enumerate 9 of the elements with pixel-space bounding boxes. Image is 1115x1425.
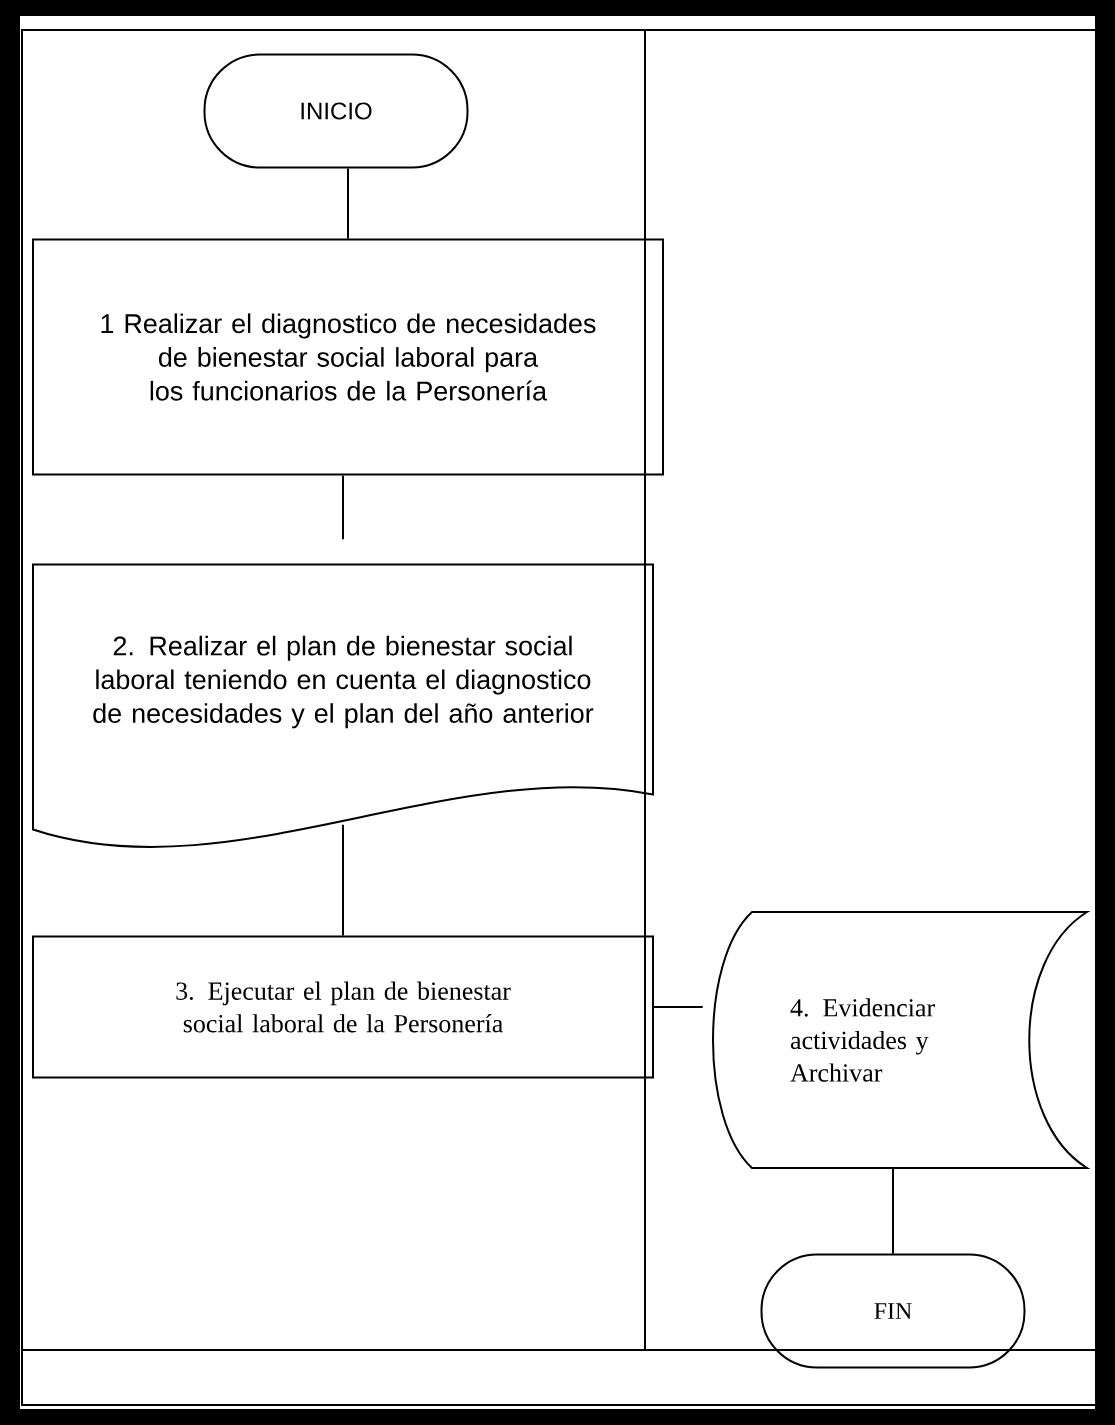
connector-line [342, 823, 344, 937]
connector-line [892, 1167, 894, 1255]
end-terminal: FIN [760, 1253, 1026, 1369]
start-terminal: INICIO [203, 53, 469, 169]
connector-line [342, 474, 344, 541]
process-box: 1 Realizar el diagnostico de necesidades de bienestar social laboral para los funcionarios de la Personería [32, 238, 664, 476]
connector-line [653, 1006, 704, 1008]
process-box: 3. Ejecutar el plan de bienestar social laboral de la Personería [32, 935, 654, 1079]
connector-line [347, 167, 349, 240]
